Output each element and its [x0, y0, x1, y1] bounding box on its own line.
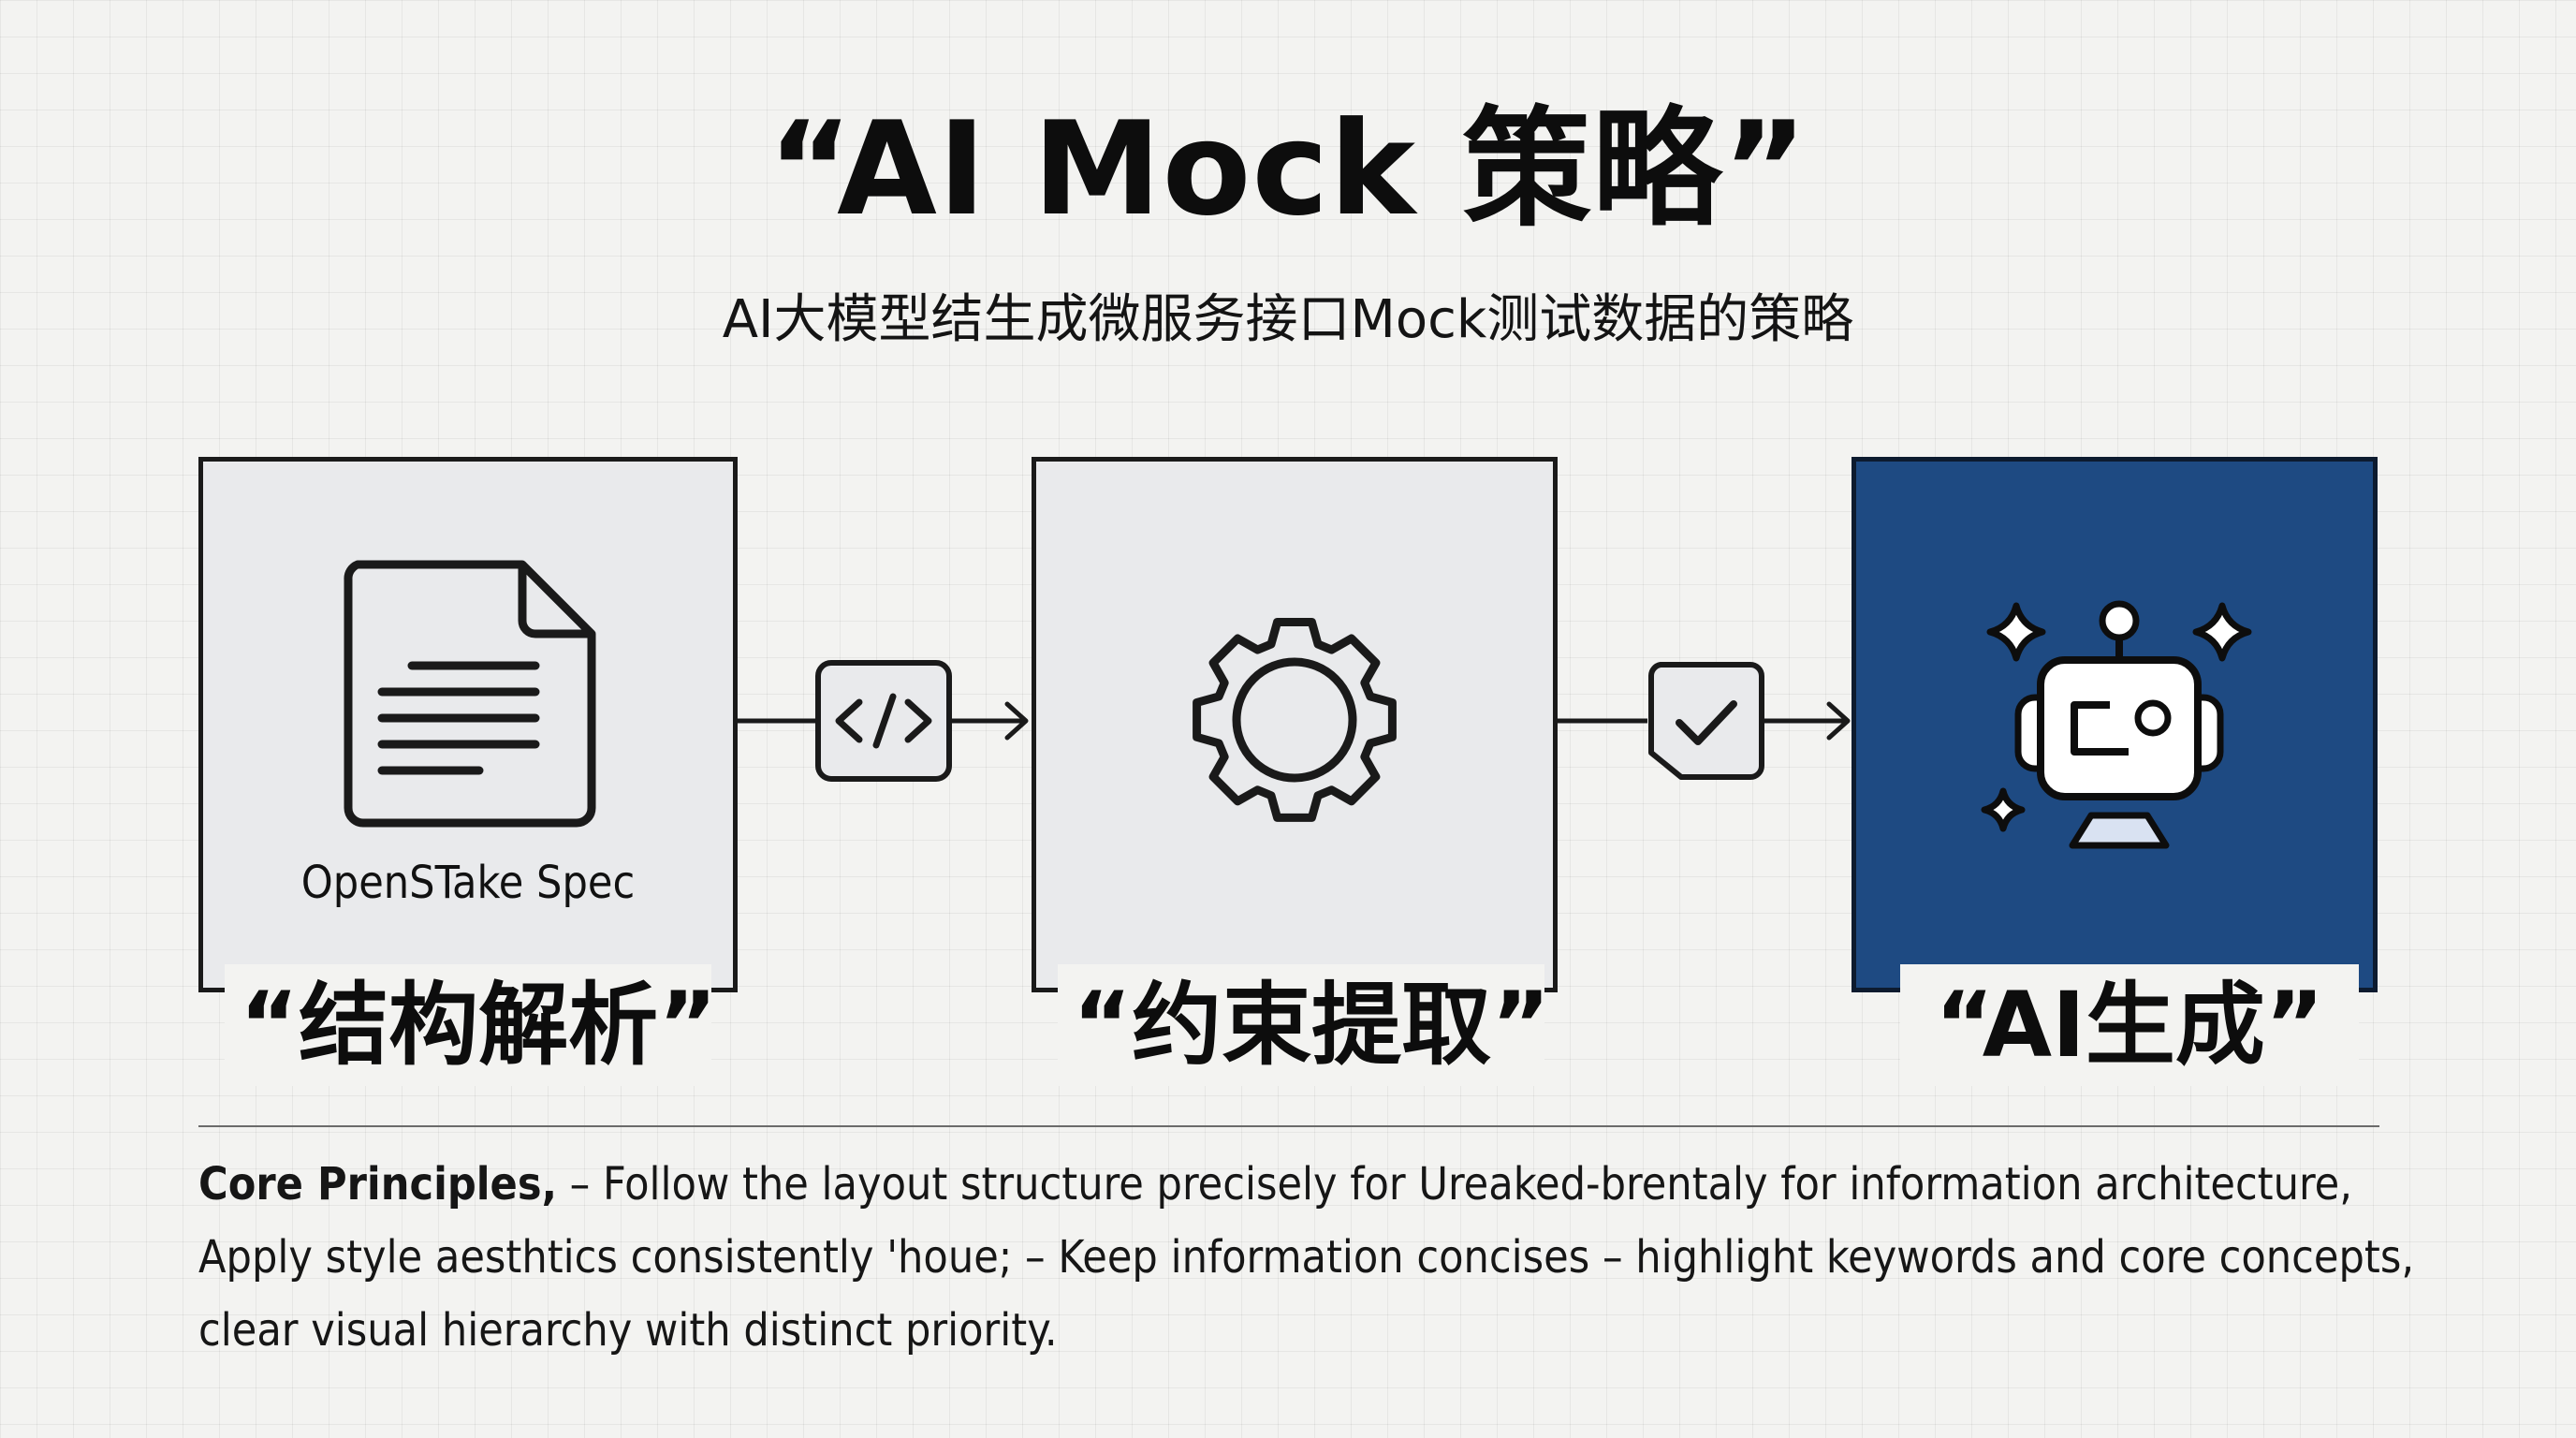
sparkle-icon: [1986, 602, 2046, 662]
spec-caption: OpenSTake Spec: [300, 857, 636, 909]
step-label-structure-parsing: “结构解析”: [225, 964, 717, 1086]
step-label-constraint-extraction: “约束提取”: [1058, 964, 1550, 1086]
page-subtitle: AI大模型结生成微服务接口Mock测试数据的策略: [722, 289, 1854, 350]
principles-line-1-text: – Follow the layout structure precisely …: [556, 1158, 2352, 1211]
document-icon: [344, 560, 596, 828]
robot-icon: [1981, 600, 2252, 849]
connector-arrow-1: [738, 660, 1029, 782]
core-principles-text: Core Principles, – Follow the layout str…: [198, 1148, 2415, 1367]
sparkle-icon: [2192, 602, 2252, 662]
principles-line-3: clear visual hierarchy with distinct pri…: [198, 1304, 1058, 1357]
step-box-ai-generation: [1852, 457, 2378, 992]
step-box-constraint-extraction: [1032, 457, 1558, 992]
checkmark-icon: [1648, 662, 1764, 780]
principles-line-2: Apply style aesthtics consistently 'houe…: [198, 1231, 2415, 1284]
principles-line-1: Core Principles, – Follow the layout str…: [198, 1148, 2389, 1221]
gear-icon: [1193, 618, 1397, 822]
principles-heading: Core Principles,: [198, 1158, 557, 1211]
step-label-ai-generation: “AI生成”: [1900, 964, 2359, 1086]
page-title: “AI Mock 策略”: [768, 94, 1808, 244]
section-divider: [198, 1125, 2379, 1127]
connector-arrow-2: [1558, 662, 1851, 780]
code-icon: [815, 660, 952, 782]
sparkle-icon: [1981, 787, 2026, 832]
step-box-structure-parsing: OpenSTake Spec: [198, 457, 738, 992]
